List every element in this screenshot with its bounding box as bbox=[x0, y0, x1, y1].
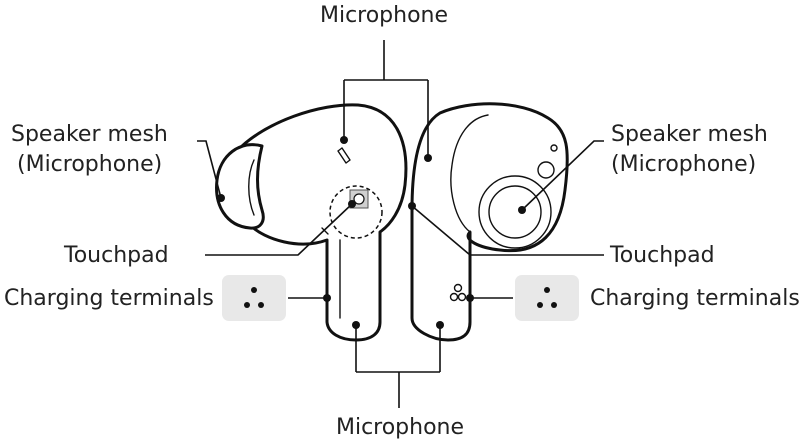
label-speaker-mic-left: (Microphone) bbox=[17, 152, 162, 177]
right-earbud bbox=[410, 102, 569, 342]
right-speaker-mesh bbox=[488, 185, 542, 239]
right-pin-1 bbox=[453, 283, 463, 293]
charging-terminal-box-right bbox=[515, 275, 579, 321]
label-speaker-mic-right: (Microphone) bbox=[611, 152, 756, 177]
right-earbud-body bbox=[410, 102, 569, 342]
left-ear-tip bbox=[215, 143, 265, 230]
callout-mic-bottom bbox=[355, 325, 441, 408]
callout-lines bbox=[197, 40, 604, 408]
callout-speaker-left bbox=[197, 140, 222, 199]
left-earbud-body bbox=[236, 103, 408, 342]
right-pin-3 bbox=[457, 292, 467, 302]
callout-mic-top bbox=[343, 40, 429, 158]
label-speaker-mesh-right: Speaker mesh bbox=[611, 122, 768, 147]
label-touchpad-right: Touchpad bbox=[609, 243, 715, 268]
callout-speaker-right bbox=[521, 140, 604, 211]
label-touchpad-left: Touchpad bbox=[63, 243, 169, 268]
right-speaker-outer bbox=[478, 175, 552, 249]
label-microphone-top: Microphone bbox=[320, 3, 448, 28]
callout-touchpad-left bbox=[205, 203, 353, 256]
label-charging-right: Charging terminals bbox=[590, 286, 800, 311]
callout-touchpad-right bbox=[411, 205, 604, 256]
left-top-mic-slot bbox=[337, 147, 351, 164]
label-speaker-mesh-left: Speaker mesh bbox=[11, 122, 168, 147]
label-charging-left: Charging terminals bbox=[4, 286, 214, 311]
label-microphone-bottom: Microphone bbox=[336, 415, 464, 440]
right-pin-2 bbox=[449, 292, 459, 302]
left-touchpad-circle bbox=[329, 185, 383, 239]
charging-terminal-box-left bbox=[222, 275, 286, 321]
